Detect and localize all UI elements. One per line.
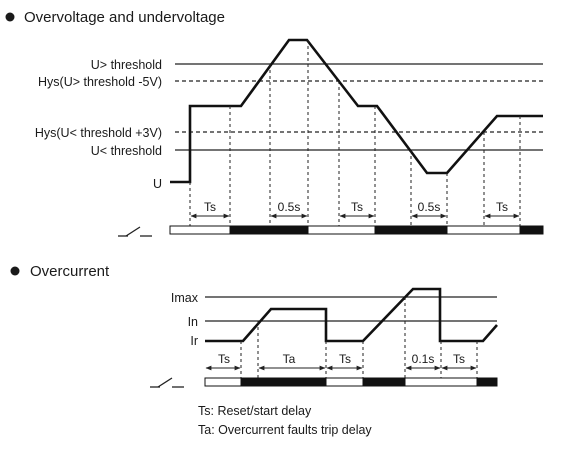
relay-state-off — [204, 377, 242, 387]
label-u-over: U> threshold — [91, 58, 162, 72]
label-in: In — [188, 315, 198, 329]
label-imax: Imax — [171, 291, 199, 305]
relay-state-off — [169, 225, 231, 235]
relay-switch-icon — [118, 226, 152, 237]
section-title-overvoltage: Overvoltage and undervoltage — [24, 9, 225, 26]
relay-state-on — [476, 377, 498, 387]
relay-state-on — [362, 377, 406, 387]
delay-label: 0.5s — [278, 200, 301, 214]
delay-label: 0.5s — [418, 200, 441, 214]
legend-ts: Ts: Reset/start delay — [198, 404, 312, 418]
bullet-icon — [5, 12, 15, 22]
relay-state-on — [519, 225, 544, 235]
relay-state-on — [240, 377, 327, 387]
delay-label: Ts — [218, 352, 230, 366]
label-hys-over: Hys(U> threshold -5V) — [38, 75, 162, 89]
delay-label: Ta — [283, 352, 296, 366]
label-u: U — [153, 177, 162, 191]
section-title-overcurrent: Overcurrent — [30, 263, 110, 280]
relay-switch-icon — [150, 377, 184, 388]
delay-label: Ts — [204, 200, 216, 214]
relay-state-off — [307, 225, 376, 235]
label-u-under: U< threshold — [91, 144, 162, 158]
relay-state-off — [325, 377, 364, 387]
delay-label: Ts — [339, 352, 351, 366]
delay-label: Ts — [351, 200, 363, 214]
legend-ta: Ta: Overcurrent faults trip delay — [198, 423, 372, 437]
relay-state-off — [446, 225, 521, 235]
delay-label: Ts — [496, 200, 508, 214]
delay-label: 0.1s — [412, 352, 435, 366]
label-ir: Ir — [190, 334, 198, 348]
bullet-icon — [10, 266, 20, 276]
delay-label: Ts — [453, 352, 465, 366]
relay-state-on — [229, 225, 309, 235]
voltage-waveform — [170, 38, 543, 184]
relay-state-on — [374, 225, 448, 235]
label-hys-under: Hys(U< threshold +3V) — [35, 126, 162, 140]
relay-state-off — [404, 377, 478, 387]
